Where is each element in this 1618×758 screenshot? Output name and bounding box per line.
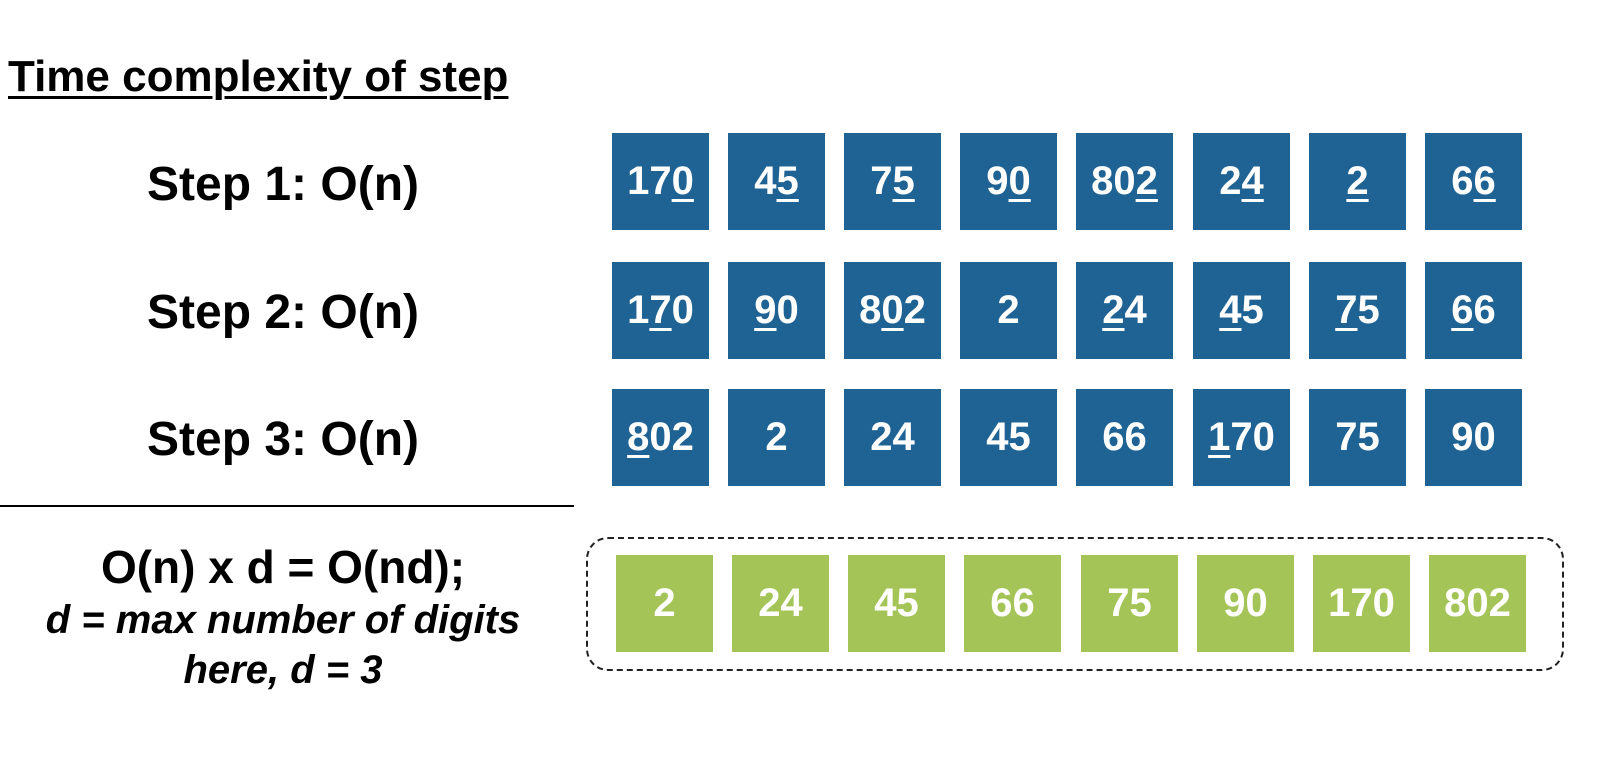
sorted-box: 170 [1313, 555, 1410, 652]
digit-box: 2 [960, 262, 1057, 359]
digits-definition: d = max number of digits [45, 598, 521, 642]
sorted-box: 24 [732, 555, 829, 652]
sorted-box: 2 [616, 555, 713, 652]
digit-box: 2 [728, 389, 825, 486]
digit-box: 2 [1309, 133, 1406, 230]
sorted-box: 802 [1429, 555, 1526, 652]
digits-value: here, d = 3 [183, 648, 383, 692]
step-2-label: Step 2: O(n) [147, 286, 419, 339]
divider-line [0, 505, 574, 507]
digit-box: 45 [960, 389, 1057, 486]
step-1-label: Step 1: O(n) [147, 158, 419, 211]
digit-box: 90 [1425, 389, 1522, 486]
step-3-label: Step 3: O(n) [147, 413, 419, 466]
sorted-box: 66 [964, 555, 1061, 652]
digit-box: 66 [1076, 389, 1173, 486]
digit-box: 24 [844, 389, 941, 486]
complexity-formula: O(n) x d = O(nd); [100, 541, 466, 593]
sorted-box: 75 [1081, 555, 1178, 652]
sorted-box: 90 [1197, 555, 1294, 652]
sorted-result-frame [586, 537, 1564, 671]
page-title: Time complexity of step [8, 52, 509, 101]
digit-box: 75 [1309, 389, 1406, 486]
sorted-box: 45 [848, 555, 945, 652]
